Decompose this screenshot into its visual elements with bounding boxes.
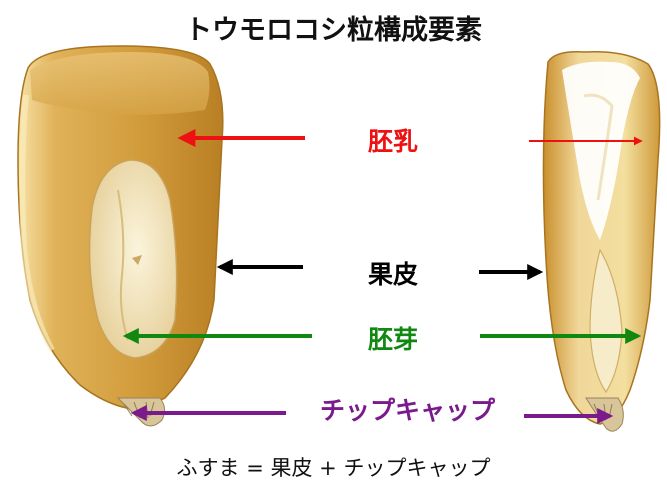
diagram-title: トウモロコシ粒構成要素 — [185, 15, 482, 46]
endosperm-label: 胚乳 — [367, 127, 418, 156]
tip-cap-label: チップキャップ — [319, 396, 495, 425]
pericarp-label: 果皮 — [367, 260, 418, 289]
left-kernel — [17, 45, 224, 427]
right-kernel-cross-section — [542, 50, 661, 432]
germ-label: 胚芽 — [367, 325, 418, 354]
bran-formula: ふすま = 果皮 + チップキャップ — [176, 456, 491, 480]
